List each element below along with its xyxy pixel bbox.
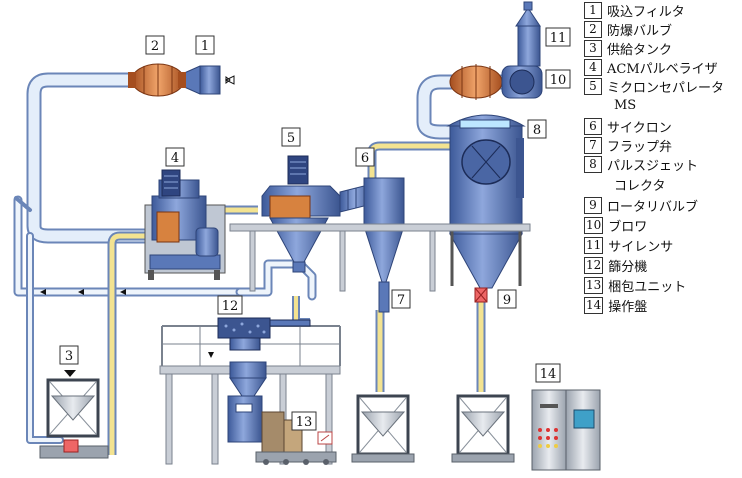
svg-text:8: 8 <box>533 123 541 138</box>
svg-text:2: 2 <box>151 39 159 54</box>
callout-7: 7 <box>391 289 411 309</box>
callout-13: 13 <box>291 411 317 431</box>
blower <box>449 64 543 100</box>
silencer <box>515 1 541 67</box>
svg-text:7: 7 <box>397 293 405 308</box>
callout-6: 6 <box>355 147 375 167</box>
motor-icon <box>161 169 181 197</box>
air-duct <box>13 72 513 444</box>
control-panel <box>531 389 601 471</box>
cyclone <box>363 177 405 313</box>
callout-4: 4 <box>165 147 185 167</box>
rotary-valve-icon <box>474 287 488 303</box>
sifter <box>217 317 311 351</box>
callout-14: 14 <box>535 363 561 383</box>
callout-2: 2 <box>145 35 165 55</box>
motor-icon <box>287 155 309 185</box>
callout-11: 11 <box>545 27 571 47</box>
svg-text:5: 5 <box>287 131 295 146</box>
svg-text:4: 4 <box>171 151 179 166</box>
pulse-jet-collector <box>446 114 526 289</box>
svg-text:13: 13 <box>296 415 313 430</box>
explosion-valve <box>128 63 186 97</box>
flow-arrow-icon <box>64 370 76 377</box>
legend-item-continuation: MS <box>614 98 637 113</box>
packing-unit <box>255 411 337 465</box>
suction-filter <box>181 65 221 95</box>
svg-text:10: 10 <box>550 73 567 88</box>
svg-text:12: 12 <box>222 299 239 314</box>
svg-text:1: 1 <box>201 39 209 54</box>
warning-triangle-icon <box>317 431 333 445</box>
flow-arrow-icon <box>224 75 235 85</box>
callout-9: 9 <box>497 289 517 309</box>
flow-arrow-icon <box>208 352 214 358</box>
acm-pulverizer <box>144 169 226 280</box>
svg-text:3: 3 <box>65 349 73 364</box>
callout-12: 12 <box>217 295 243 315</box>
svg-text:11: 11 <box>550 31 567 46</box>
callout-10: 10 <box>545 69 571 89</box>
product-bag-station-1 <box>351 394 415 463</box>
callout-1: 1 <box>195 35 215 55</box>
svg-text:14: 14 <box>540 367 557 382</box>
callout-5: 5 <box>281 127 301 147</box>
micron-separator <box>261 155 373 273</box>
callout-3: 3 <box>59 345 79 365</box>
packing-hopper <box>227 361 267 443</box>
supply-tank <box>39 370 109 459</box>
callouts: 1 2 3 4 5 6 7 8 9 10 11 12 13 14 <box>59 27 571 431</box>
product-bag-station-2 <box>451 394 515 463</box>
svg-text:9: 9 <box>503 293 511 308</box>
callout-8: 8 <box>527 119 547 139</box>
legend-item-continuation: コレクタ <box>614 179 666 194</box>
svg-text:6: 6 <box>361 151 369 166</box>
